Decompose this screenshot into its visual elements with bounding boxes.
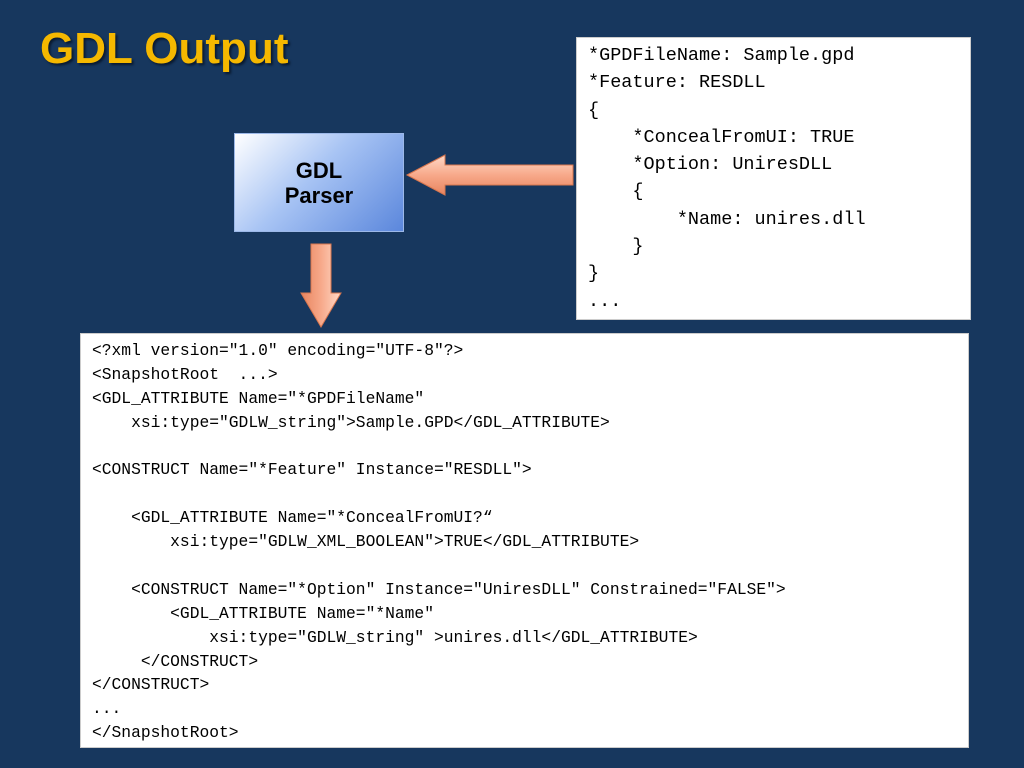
xml-line: [92, 554, 958, 578]
xml-line: ...: [92, 699, 122, 719]
gpd-line: ...: [588, 290, 622, 312]
xml-line: </CONSTRUCT>: [92, 675, 210, 695]
slide-title: GDL Output: [40, 24, 289, 73]
arrow-down-icon: [300, 243, 342, 328]
arrow-left-shape: [405, 154, 574, 196]
gpd-line: *ConcealFromUI: TRUE: [588, 126, 855, 148]
xml-line: <?xml version="1.0" encoding="UTF-8"?>: [92, 341, 464, 360]
gdl-parser-label-line2: Parser: [284, 182, 354, 208]
gpd-line: *GPDFileName: Sample.gpd: [588, 45, 855, 66]
gpd-source-box: *GPDFileName: Sample.gpd *Feature: RESDL…: [576, 37, 971, 320]
gpd-line: }: [588, 236, 644, 258]
xml-line: xsi:type="GDLW_XML_BOOLEAN">TRUE</GDL_AT…: [92, 532, 640, 552]
xml-line: <CONSTRUCT Name="*Option" Instance="Unir…: [92, 579, 786, 599]
xml-line: [92, 482, 958, 506]
xml-line: <GDL_ATTRIBUTE Name="*ConcealFromUI?“: [92, 508, 493, 528]
gpd-line: {: [588, 99, 600, 121]
xml-line: </CONSTRUCT>: [92, 651, 259, 671]
xml-line: [92, 435, 958, 459]
xml-line: </SnapshotRoot>: [92, 723, 239, 743]
xml-line: <SnapshotRoot ...>: [92, 364, 278, 384]
arrow-down-shape: [300, 243, 342, 328]
xml-line: xsi:type="GDLW_string">Sample.GPD</GDL_A…: [92, 412, 610, 432]
xml-line: <CONSTRUCT Name="*Feature" Instance="RES…: [92, 460, 532, 480]
arrow-left-icon: [405, 154, 574, 196]
xml-output-box: <?xml version="1.0" encoding="UTF-8"?> <…: [80, 333, 969, 748]
gdl-parser-label-line1: GDL: [295, 157, 343, 183]
gpd-line: *Feature: RESDLL: [588, 72, 766, 94]
xml-line: <GDL_ATTRIBUTE Name="*GPDFileName": [92, 388, 425, 408]
gpd-line: *Option: UniresDLL: [588, 154, 833, 176]
xml-line: <GDL_ATTRIBUTE Name="*Name": [92, 603, 434, 623]
xml-line: xsi:type="GDLW_string" >unires.dll</GDL_…: [92, 627, 698, 647]
gpd-line: *Name: unires.dll: [588, 208, 866, 230]
gpd-line: }: [588, 263, 600, 285]
gpd-line: {: [588, 181, 644, 203]
gdl-parser-box: GDL Parser: [234, 133, 404, 232]
gdl-parser-label: GDL Parser: [244, 158, 394, 208]
